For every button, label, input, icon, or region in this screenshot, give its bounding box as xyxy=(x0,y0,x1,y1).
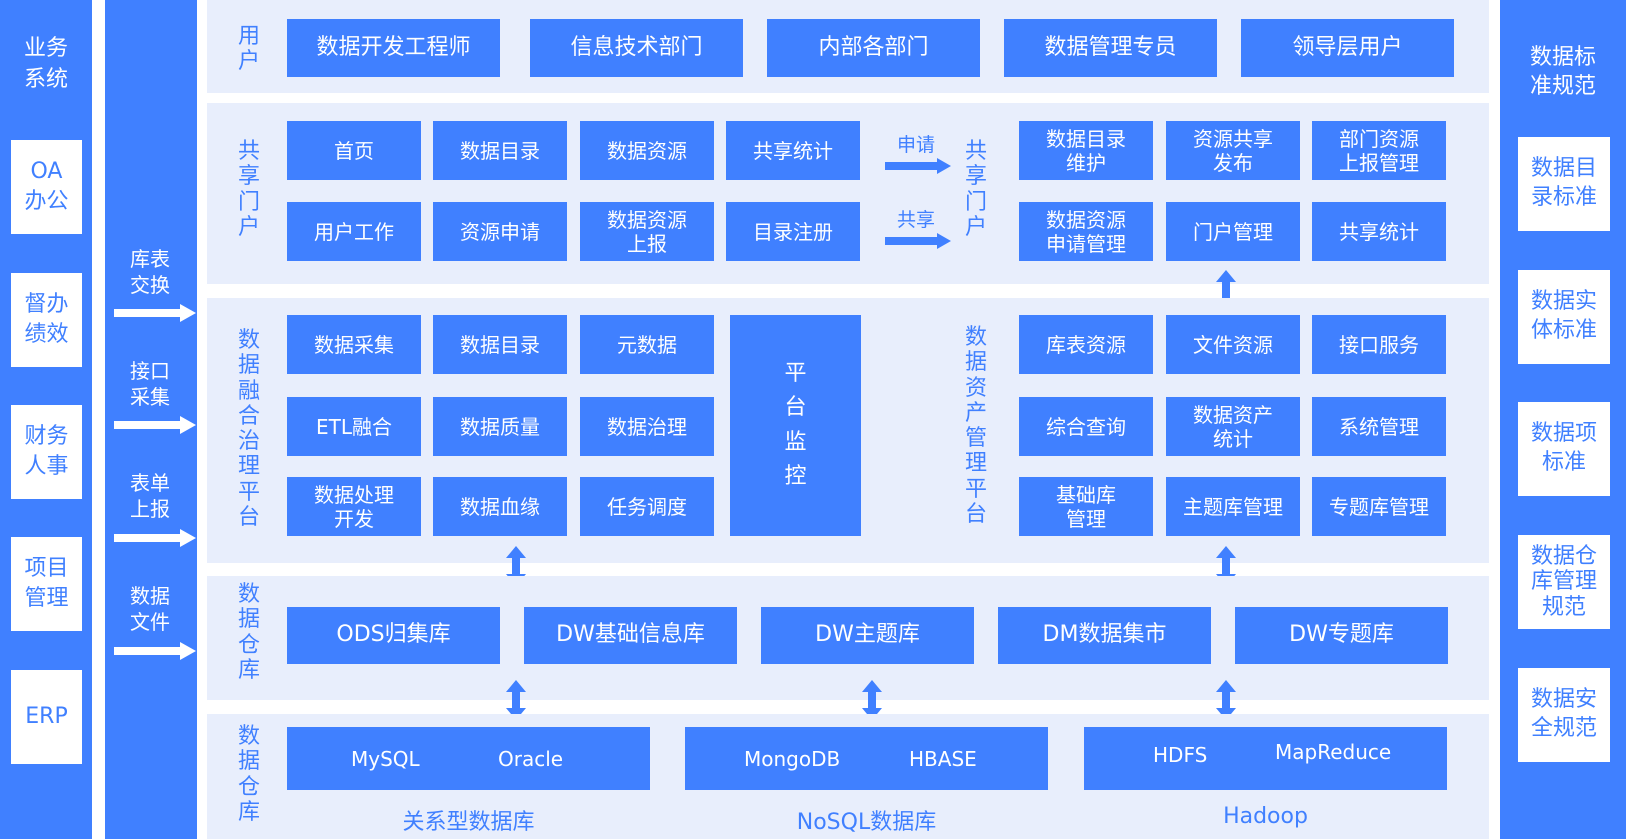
fusion-data-collection[interactable]: 数据采集 xyxy=(287,315,421,374)
standard-catalog[interactable]: 数据目 录标准 xyxy=(1518,137,1610,231)
exchange-arrow-icon xyxy=(114,529,196,547)
portal-data-resources[interactable]: 数据资源 xyxy=(580,121,714,180)
asset-topic-db-management[interactable]: 专题库管理 xyxy=(1312,477,1446,536)
user-internal-depts[interactable]: 内部各部门 xyxy=(767,19,980,77)
nosql-db-caption: NoSQL数据库 xyxy=(796,810,937,835)
fusion-platform-label: 数据融合治理平台 xyxy=(237,328,260,531)
asset-statistics[interactable]: 数据资产 统计 xyxy=(1166,397,1300,456)
storage-mapreduce: MapReduce xyxy=(1275,740,1392,764)
asset-table-resources[interactable]: 库表资源 xyxy=(1019,315,1153,374)
user-it-dept[interactable]: 信息技术部门 xyxy=(530,19,743,77)
system-finance-hr[interactable]: 财务 人事 xyxy=(11,405,82,499)
storage-mongodb: MongoDB xyxy=(744,746,841,771)
standard-data-item[interactable]: 数据项 标准 xyxy=(1518,402,1610,496)
sharing-portal-label: 共享门户 xyxy=(237,139,260,240)
exchange-api-label: 接口 采集 xyxy=(130,359,170,409)
portal-home[interactable]: 首页 xyxy=(287,121,421,180)
portal-data-catalog[interactable]: 数据目录 xyxy=(433,121,567,180)
asset-file-resources[interactable]: 文件资源 xyxy=(1166,315,1300,374)
warehouse-dw-theme[interactable]: DW主题库 xyxy=(761,607,974,664)
fusion-data-governance[interactable]: 数据治理 xyxy=(580,397,714,456)
standard-entity[interactable]: 数据实 体标准 xyxy=(1518,270,1610,364)
sharing-portal-right-label: 共享门户 xyxy=(964,139,987,240)
portal-request-mgmt[interactable]: 数据资源 申请管理 xyxy=(1019,202,1153,261)
user-data-manager[interactable]: 数据管理专员 xyxy=(1004,19,1217,77)
platform-monitoring-label: 平台监控 xyxy=(784,361,807,489)
double-arrow-icon xyxy=(506,680,526,720)
portal-share-publish[interactable]: 资源共享 发布 xyxy=(1166,121,1300,180)
relational-db-caption: 关系型数据库 xyxy=(402,810,535,835)
user-leadership[interactable]: 领导层用户 xyxy=(1241,19,1454,77)
warehouse-dw-base[interactable]: DW基础信息库 xyxy=(524,607,737,664)
standards-title: 数据标 准规范 xyxy=(1529,45,1596,99)
storage-oracle: Oracle xyxy=(498,746,564,771)
warehouse-ods[interactable]: ODS归集库 xyxy=(287,607,500,664)
exchange-file-label: 数据 文件 xyxy=(130,584,170,634)
platform-monitoring[interactable]: 平台监控 xyxy=(730,315,861,536)
standard-security[interactable]: 数据安 全规范 xyxy=(1518,668,1610,762)
warehouse-label: 数据仓库 xyxy=(237,582,260,683)
portal-resource-report[interactable]: 数据资源 上报 xyxy=(580,202,714,261)
asset-theme-db-management[interactable]: 主题库管理 xyxy=(1166,477,1300,536)
system-oa[interactable]: OA 办公 xyxy=(11,140,82,234)
storage-hbase: HBASE xyxy=(909,746,977,771)
portal-catalog-register[interactable]: 目录注册 xyxy=(726,202,860,261)
share-arrow-icon xyxy=(885,233,951,249)
asset-system-management[interactable]: 系统管理 xyxy=(1312,397,1446,456)
exchange-arrow-icon xyxy=(114,642,196,660)
warehouse-dm-mart[interactable]: DM数据集市 xyxy=(998,607,1211,664)
exchange-db-table-label: 库表 交换 xyxy=(130,247,170,297)
portal-catalog-maintenance[interactable]: 数据目录 维护 xyxy=(1019,121,1153,180)
portal-share-stats[interactable]: 共享统计 xyxy=(726,121,860,180)
storage-label: 数据仓库 xyxy=(237,724,260,825)
portal-share-stats-right[interactable]: 共享统计 xyxy=(1312,202,1446,261)
exchange-arrow-icon xyxy=(114,416,196,434)
exchange-form-label: 表单 上报 xyxy=(130,471,170,521)
fusion-data-processing[interactable]: 数据处理 开发 xyxy=(287,477,421,536)
apply-arrow-label: 申请 xyxy=(896,134,935,156)
fusion-task-scheduling[interactable]: 任务调度 xyxy=(580,477,714,536)
storage-nosql[interactable]: MongoDB HBASE xyxy=(685,727,1048,790)
warehouse-dw-topic[interactable]: DW专题库 xyxy=(1235,607,1448,664)
fusion-data-catalog[interactable]: 数据目录 xyxy=(433,315,567,374)
storage-mysql: MySQL xyxy=(351,746,420,771)
portal-resource-request[interactable]: 资源申请 xyxy=(433,202,567,261)
asset-integrated-query[interactable]: 综合查询 xyxy=(1019,397,1153,456)
asset-platform-label: 数据资产管理平台 xyxy=(964,325,987,528)
fusion-etl[interactable]: ETL融合 xyxy=(287,397,421,456)
double-arrow-icon xyxy=(1216,680,1236,720)
fusion-data-lineage[interactable]: 数据血缘 xyxy=(433,477,567,536)
user-data-engineer[interactable]: 数据开发工程师 xyxy=(287,19,500,77)
system-project[interactable]: 项目 管理 xyxy=(11,537,82,631)
fusion-metadata[interactable]: 元数据 xyxy=(580,315,714,374)
portal-dept-report-mgmt[interactable]: 部门资源 上报管理 xyxy=(1312,121,1446,180)
system-supervision[interactable]: 督办 绩效 xyxy=(11,273,82,367)
users-label: 用户 xyxy=(237,24,260,75)
storage-relational[interactable]: MySQL Oracle xyxy=(287,727,650,790)
asset-base-db-management[interactable]: 基础库 管理 xyxy=(1019,477,1153,536)
exchange-arrow-icon xyxy=(114,304,196,322)
fusion-data-quality[interactable]: 数据质量 xyxy=(433,397,567,456)
share-arrow-label: 共享 xyxy=(896,209,935,231)
storage-hadoop[interactable]: HDFS MapReduce xyxy=(1084,727,1447,790)
double-arrow-icon xyxy=(862,680,882,720)
portal-user-work[interactable]: 用户工作 xyxy=(287,202,421,261)
standard-warehouse-mgmt[interactable]: 数据仓 库管理 规范 xyxy=(1518,535,1610,629)
hadoop-caption: Hadoop xyxy=(1223,804,1308,829)
system-erp[interactable]: ERP xyxy=(11,670,82,764)
storage-hdfs: HDFS xyxy=(1153,743,1208,767)
apply-arrow-icon xyxy=(885,158,951,174)
business-systems-title: 业务 系统 xyxy=(23,36,68,92)
portal-management[interactable]: 门户管理 xyxy=(1166,202,1300,261)
asset-api-services[interactable]: 接口服务 xyxy=(1312,315,1446,374)
